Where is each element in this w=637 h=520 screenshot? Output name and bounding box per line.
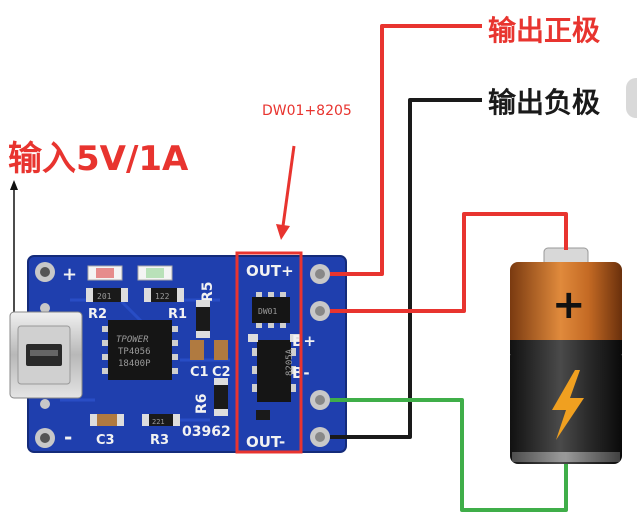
label-output-positive: 输出正极 xyxy=(488,14,600,47)
wire-b-plus xyxy=(330,212,568,313)
battery-plus-icon: + xyxy=(552,282,586,328)
label-c2: C2 xyxy=(212,365,231,380)
label-r3: R3 xyxy=(150,433,169,448)
resistor-r5 xyxy=(196,306,210,332)
tp4056-chip: TPOWER TP4056 18400P xyxy=(102,320,178,380)
label-output-negative: 输出负极 xyxy=(488,86,600,119)
wire-b-minus xyxy=(330,398,568,512)
pad-label-out-minus: OUT- xyxy=(246,433,285,451)
svg-text:DW01: DW01 xyxy=(258,307,277,316)
svg-text:122: 122 xyxy=(155,292,170,301)
pad-label-b-plus: B+ xyxy=(292,332,316,350)
svg-text:18400P: 18400P xyxy=(118,359,151,369)
input-arrow-head xyxy=(10,180,18,190)
battery: + xyxy=(510,247,622,464)
svg-text:221: 221 xyxy=(152,418,165,426)
label-protection-chip: DW01+8205 xyxy=(262,103,352,119)
wire-out-negative xyxy=(330,98,482,439)
lightning-icon xyxy=(552,370,584,440)
label-input: 输入5V/1A xyxy=(8,139,189,179)
svg-text:8205A: 8205A xyxy=(285,348,295,376)
label-r1: R1 xyxy=(168,307,187,322)
8205a-chip: 8205A xyxy=(252,340,296,402)
highlight-box xyxy=(235,251,303,454)
svg-text:TP4056: TP4056 xyxy=(118,347,151,357)
capacitor-c1 xyxy=(190,340,204,360)
capacitor-c3 xyxy=(96,414,118,426)
svg-text:201: 201 xyxy=(97,292,112,301)
label-c1: C1 xyxy=(190,365,209,380)
label-r5: R5 xyxy=(200,281,216,302)
solder-pads xyxy=(310,264,330,447)
annotation-arrow-line xyxy=(281,145,296,227)
label-r2: R2 xyxy=(88,307,107,322)
capacitor-c2 xyxy=(214,340,228,360)
edge-handle xyxy=(626,78,637,118)
label-c3: C3 xyxy=(96,433,115,448)
dw01-chip: DW01 xyxy=(252,292,290,328)
resistor-r6 xyxy=(214,384,228,410)
label-r6: R6 xyxy=(194,393,210,414)
pad-label-out-plus: OUT+ xyxy=(246,262,294,280)
resistor-221 xyxy=(148,414,174,426)
board-code: 03962 xyxy=(182,424,231,440)
silk-minus: - xyxy=(64,425,72,449)
svg-text:TPOWER: TPOWER xyxy=(116,335,149,345)
mounting-holes xyxy=(35,262,55,448)
resistor-122 xyxy=(150,288,178,302)
silk-plus: + xyxy=(62,264,77,285)
wire-out-positive xyxy=(330,24,482,276)
annotation-arrow-head xyxy=(276,224,290,240)
resistor-201 xyxy=(92,288,122,302)
